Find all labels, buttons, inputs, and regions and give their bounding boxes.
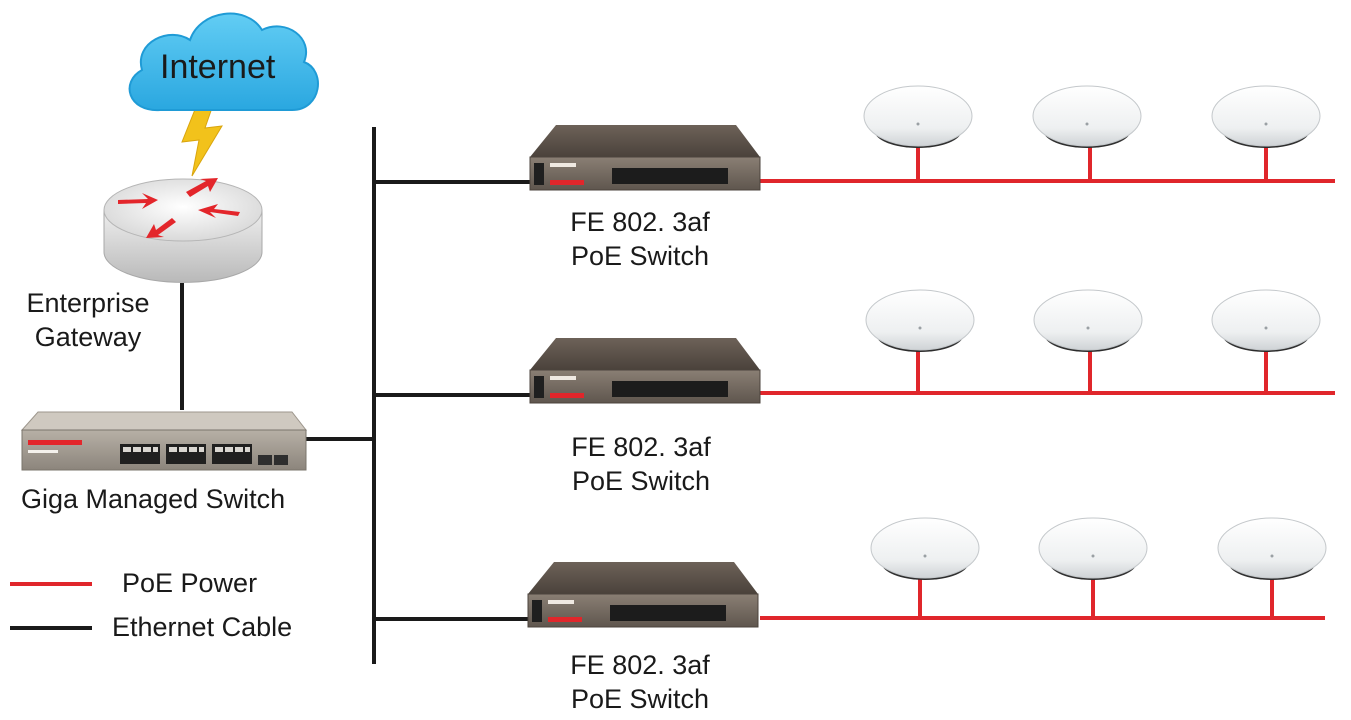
poe-switch-1-icon	[529, 125, 761, 191]
poe-switch-2-label-line-1: FE 802. 3af	[571, 432, 711, 462]
ethernet-cables	[180, 127, 530, 664]
poe-switch-2-label-line-2: PoE Switch	[571, 466, 711, 496]
ceiling-access-point-icon	[1032, 85, 1142, 148]
ceiling-access-point-icon	[1033, 289, 1143, 352]
legend-ethernet-label: Ethernet Cable	[112, 612, 293, 642]
core-switch-icon	[20, 411, 308, 471]
poe-switch-1-label-line-2: PoE Switch	[570, 241, 710, 271]
ceiling-access-point-icon	[1211, 85, 1321, 148]
gateway-label-line-1: Enterprise	[26, 288, 150, 318]
lightning-icon	[181, 101, 223, 177]
poe-switch-2-label: FE 802. 3af PoE Switch	[561, 430, 721, 498]
poe-switch-1-label-line-1: FE 802. 3af	[570, 207, 710, 237]
ceiling-access-point-icon	[1217, 517, 1327, 580]
cloud-icon	[128, 12, 319, 112]
ceiling-access-point-icon	[1211, 289, 1321, 352]
poe-switch-3-label: FE 802. 3af PoE Switch	[560, 648, 720, 716]
ceiling-access-point-icon	[1038, 517, 1148, 580]
gateway-label-line-2: Gateway	[34, 322, 142, 352]
ceiling-access-point-icon	[870, 517, 980, 580]
ceiling-access-point-icon	[865, 289, 975, 352]
poe-switch-3-label-line-1: FE 802. 3af	[570, 650, 710, 680]
poe-switch-3-label-line-2: PoE Switch	[570, 684, 710, 714]
poe-switch-2-icon	[529, 338, 761, 404]
poe-switch-3-icon	[527, 562, 759, 628]
ceiling-access-point-icon	[863, 85, 973, 148]
poe-switch-1-label: FE 802. 3af PoE Switch	[560, 205, 720, 273]
gateway-label: Enterprise Gateway	[8, 286, 168, 354]
internet-label: Internet	[160, 48, 276, 86]
router-icon	[103, 178, 263, 283]
access-points	[863, 85, 1327, 580]
core-switch-label: Giga Managed Switch	[21, 484, 286, 514]
legend-poe-label: PoE Power	[122, 568, 258, 598]
